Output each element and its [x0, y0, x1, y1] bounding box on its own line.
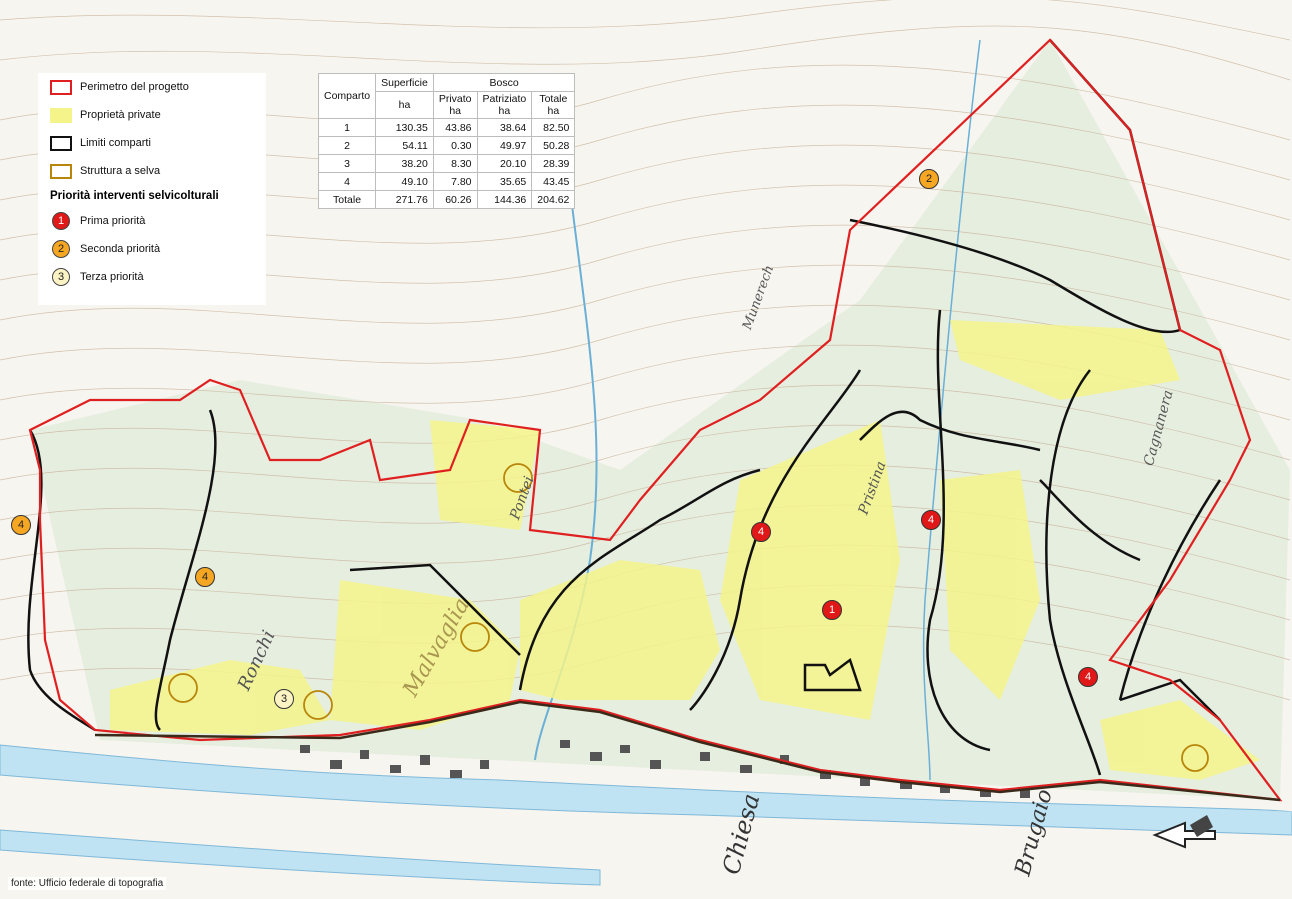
map-source: fonte: Ufficio federale di topografia — [8, 877, 167, 890]
priority-3-icon: 3 — [52, 268, 70, 286]
legend-item-compartments: Limiti comparti — [38, 129, 266, 157]
table-cell: 35.65 — [476, 172, 533, 191]
table-cell: 28.39 — [531, 154, 576, 173]
table-cell: 3 — [317, 154, 377, 173]
legend-priority-1: 1 Prima priorità — [38, 207, 266, 235]
legend-label: Struttura a selva — [80, 165, 161, 177]
table-header-part: Privato — [438, 93, 472, 105]
legend-label: Limiti comparti — [80, 137, 151, 149]
table-cell: 49.97 — [476, 136, 533, 155]
selva-structures — [168, 463, 1209, 772]
legend-label: Seconda priorità — [80, 243, 161, 255]
legend-swatch — [50, 163, 72, 179]
legend-item-selva: Struttura a selva — [38, 157, 266, 185]
legend-swatch — [50, 107, 72, 123]
valley-boundary — [94, 700, 1281, 802]
stream-east — [922, 39, 981, 781]
table-cell: 20.10 — [476, 154, 533, 173]
legend-label: Proprietà private — [80, 109, 161, 121]
priority-marker[interactable]: 4 — [751, 522, 771, 542]
legend-priority-3: 3 Terza priorità — [38, 263, 266, 291]
table-header-unit: ha — [449, 105, 461, 117]
table-cell: 43.86 — [432, 118, 478, 137]
legend-priority-title: Priorità interventi selvicolturali — [50, 190, 219, 202]
table-cell: 144.36 — [476, 190, 533, 209]
table-header: Bosco — [432, 73, 576, 92]
table-header: Comparto — [317, 73, 377, 119]
legend-label: Terza priorità — [80, 271, 144, 283]
legend-label: Perimetro del progetto — [80, 81, 189, 93]
table-cell: 60.26 — [432, 190, 478, 209]
table-row: 1 130.35 43.86 38.64 82.50 — [317, 118, 576, 137]
priority-marker[interactable]: 4 — [195, 567, 215, 587]
table-header: ha — [375, 91, 434, 119]
priority-marker[interactable]: 2 — [919, 169, 939, 189]
priority-1-icon: 1 — [52, 212, 70, 230]
table-cell: 82.50 — [531, 118, 576, 137]
table-cell: 54.11 — [375, 136, 434, 155]
table-cell: 2 — [317, 136, 377, 155]
table-cell: 7.80 — [432, 172, 478, 191]
village-buildings — [300, 740, 1030, 798]
table-cell: 50.28 — [531, 136, 576, 155]
table-cell: 271.76 — [375, 190, 434, 209]
map-legend: Perimetro del progetto Proprietà private… — [38, 73, 266, 305]
table-header-part: Patriziato — [482, 93, 527, 105]
priority-marker[interactable]: 4 — [11, 515, 31, 535]
table-row: 2 54.11 0.30 49.97 50.28 — [317, 136, 576, 155]
priority-marker[interactable]: 4 — [921, 510, 941, 530]
table-cell: 43.45 — [531, 172, 576, 191]
stream-central — [534, 99, 598, 761]
table-cell: 130.35 — [375, 118, 434, 137]
legend-swatch — [50, 79, 72, 95]
legend-item-private: Proprietà private — [38, 101, 266, 129]
table-header: Superficie — [375, 73, 434, 92]
table-cell: 1 — [317, 118, 377, 137]
legend-item-perimeter: Perimetro del progetto — [38, 73, 266, 101]
private-properties — [110, 320, 1260, 780]
table-row: Totale 271.76 60.26 144.36 204.62 — [317, 190, 576, 209]
table-header-part: Totale — [539, 93, 568, 105]
legend-label: Prima priorità — [80, 215, 146, 227]
priority-marker[interactable]: 3 — [274, 689, 294, 709]
table-cell: Totale — [317, 190, 377, 209]
priority-2-icon: 2 — [52, 240, 70, 258]
table-cell: 38.20 — [375, 154, 434, 173]
priority-marker[interactable]: 1 — [822, 600, 842, 620]
legend-priority-2: 2 Seconda priorità — [38, 235, 266, 263]
table-header-unit: ha — [498, 105, 511, 117]
table-row: 3 38.20 8.30 20.10 28.39 — [317, 154, 576, 173]
legend-swatch — [50, 135, 72, 151]
main-river — [0, 744, 1292, 836]
table-cell: 0.30 — [432, 136, 478, 155]
table-cell: 8.30 — [432, 154, 478, 173]
table-cell: 204.62 — [531, 190, 576, 209]
table-cell: 4 — [317, 172, 377, 191]
table-row: 4 49.10 7.80 35.65 43.45 — [317, 172, 576, 191]
table-cell: 49.10 — [375, 172, 434, 191]
priority-marker[interactable]: 4 — [1078, 667, 1098, 687]
north-arrow-icon — [1152, 815, 1216, 849]
table-header-unit: ha — [547, 105, 560, 117]
table-cell: 38.64 — [476, 118, 533, 137]
project-perimeter[interactable] — [28, 38, 1283, 802]
river-lower — [0, 829, 601, 886]
